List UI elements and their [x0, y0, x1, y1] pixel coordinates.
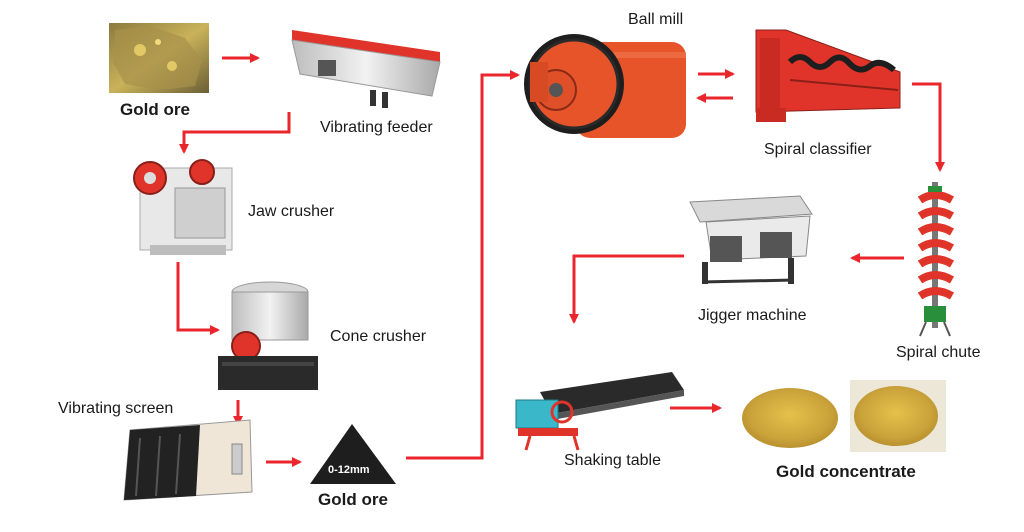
- label-gold-ore-sized: Gold ore: [318, 490, 388, 509]
- label-ball-mill: Ball mill: [628, 11, 684, 28]
- label-spiral-classifier: Spiral classifier: [764, 141, 872, 158]
- cone-crusher-image: [218, 281, 318, 390]
- jigger-machine-image: [689, 195, 813, 284]
- gold-ore-image: [109, 23, 209, 93]
- label-gold-ore-raw: Gold ore: [120, 100, 190, 119]
- label-jigger-machine: Jigger machine: [698, 307, 807, 324]
- gold-ore-sized-triangle: [310, 424, 396, 484]
- label-shaking-table: Shaking table: [564, 452, 661, 469]
- label-spiral-chute: Spiral chute: [896, 344, 981, 361]
- arrow-jaw-to-cone: [176, 262, 220, 335]
- label-cone-crusher: Cone crusher: [330, 328, 427, 345]
- label-gold-concentrate: Gold concentrate: [776, 462, 916, 481]
- arrow-feeder-to-jaw: [179, 112, 291, 154]
- ball-mill-image: [524, 34, 686, 138]
- flow-arrows: [176, 53, 945, 467]
- label-size-tag: 0-12mm: [328, 464, 370, 476]
- label-vibrating-screen: Vibrating screen: [58, 400, 174, 417]
- arrow-jigger-to-table: [569, 254, 684, 324]
- jaw-crusher-image: [133, 159, 233, 255]
- arrow-classifier-to-chute: [912, 82, 945, 172]
- vibrating-feeder-image: [291, 30, 441, 108]
- arrow-ore-to-ballmill: [406, 70, 520, 460]
- spiral-classifier-image: [755, 29, 901, 122]
- label-vibrating-feeder: Vibrating feeder: [320, 119, 433, 136]
- label-jaw-crusher: Jaw crusher: [248, 203, 335, 220]
- shaking-table-image: [515, 372, 684, 451]
- spiral-chute-image: [917, 182, 955, 337]
- vibrating-screen-image: [123, 419, 253, 501]
- gold-concentrate-images: [740, 380, 946, 452]
